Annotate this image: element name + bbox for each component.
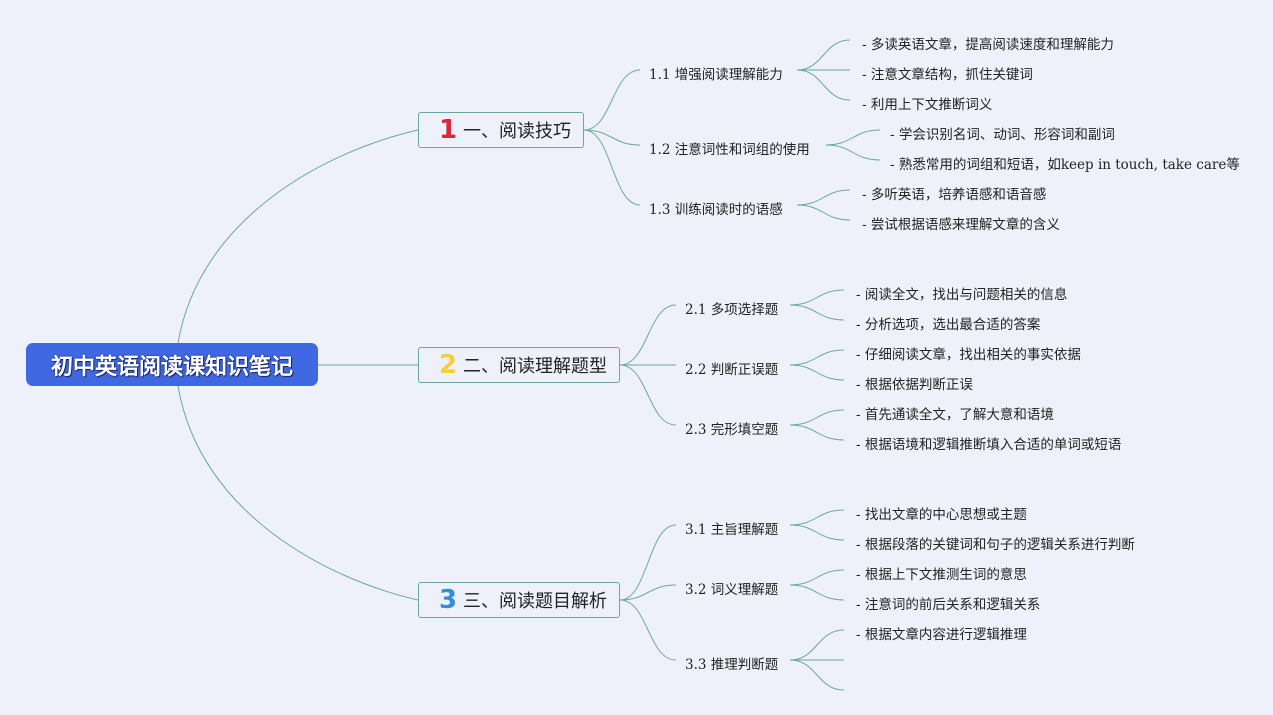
sub-node-1-2[interactable]: 1.2 注意词性和词组的使用 (649, 142, 810, 158)
sub-9-to-leaf-1-line (789, 629, 845, 661)
leaf-node[interactable]: - 学会识别名词、动词、形容词和副词 (890, 127, 1115, 143)
branch-3-to-sub-1-line (619, 524, 677, 601)
number-3-icon: 3 (438, 585, 458, 615)
sub-4-to-leaf-2-line (789, 304, 845, 321)
sub-9-to-leaf-3-line (789, 659, 845, 691)
sub-2-to-leaf-1-line (825, 129, 881, 146)
leaf-node[interactable]: - 根据文章内容进行逻辑推理 (856, 627, 1027, 643)
sub-1-to-leaf-1-line (796, 39, 851, 71)
sub-7-to-leaf-2-line (789, 524, 845, 541)
leaf-node[interactable]: - 多听英语，培养语感和语音感 (862, 187, 1047, 203)
sub-5-to-leaf-2-line (789, 364, 845, 381)
root-node[interactable]: 初中英语阅读课知识笔记 (26, 343, 318, 386)
number-1-icon: 1 (438, 115, 458, 145)
sub-3-to-leaf-2-line (796, 204, 851, 221)
leaf-node[interactable]: - 根据段落的关键词和句子的逻辑关系进行判断 (856, 537, 1135, 553)
branch-node-3[interactable]: 3 三、阅读题目解析 (418, 582, 620, 618)
branch-node-1[interactable]: 1 一、阅读技巧 (418, 112, 584, 148)
sub-node-2-3[interactable]: 2.3 完形填空题 (685, 422, 779, 438)
branch-node-2[interactable]: 2 二、阅读理解题型 (418, 347, 620, 383)
leaf-node[interactable]: - 多读英语文章，提高阅读速度和理解能力 (862, 37, 1114, 53)
branch-2-to-sub-3-line (619, 364, 677, 426)
leaf-node[interactable]: - 利用上下文推断词义 (862, 97, 993, 113)
sub-node-3-1[interactable]: 3.1 主旨理解题 (685, 522, 779, 538)
leaf-node[interactable]: - 根据依据判断正误 (856, 377, 973, 393)
leaf-node[interactable]: - 根据上下文推测生词的意思 (856, 567, 1027, 583)
leaf-node[interactable]: - 尝试根据语感来理解文章的含义 (862, 217, 1060, 233)
leaf-node[interactable]: - 分析选项，选出最合适的答案 (856, 317, 1041, 333)
sub-node-1-1[interactable]: 1.1 增强阅读理解能力 (649, 67, 783, 83)
sub-7-to-leaf-1-line (789, 509, 845, 526)
number-2-icon: 2 (438, 350, 458, 380)
branch-1-to-sub-2-line (583, 129, 641, 146)
sub-6-to-leaf-2-line (789, 424, 845, 441)
sub-8-to-leaf-1-line (789, 569, 845, 586)
leaf-node[interactable]: - 熟悉常用的词组和短语，如keep in touch, take care等 (890, 157, 1240, 173)
sub-node-2-1[interactable]: 2.1 多项选择题 (685, 302, 779, 318)
root-title: 初中英语阅读课知识笔记 (50, 354, 293, 380)
leaf-node[interactable]: - 首先通读全文，了解大意和语境 (856, 407, 1054, 423)
branch-label: 一、阅读技巧 (463, 121, 571, 142)
branch-label: 二、阅读理解题型 (463, 356, 607, 377)
leaf-node[interactable]: - 阅读全文，找出与问题相关的信息 (856, 287, 1068, 303)
sub-node-3-2[interactable]: 3.2 词义理解题 (685, 582, 779, 598)
root-to-branch-1-line (177, 129, 419, 344)
sub-8-to-leaf-2-line (789, 584, 845, 601)
sub-4-to-leaf-1-line (789, 289, 845, 306)
branch-3-to-sub-3-line (619, 599, 677, 661)
sub-node-2-2[interactable]: 2.2 判断正误题 (685, 362, 779, 378)
branch-label: 三、阅读题目解析 (463, 591, 607, 612)
branch-3-to-sub-2-line (619, 584, 677, 601)
leaf-node[interactable]: - 根据语境和逻辑推断填入合适的单词或短语 (856, 437, 1122, 453)
root-to-branch-3-line (177, 385, 419, 601)
leaf-node[interactable]: - 仔细阅读文章，找出相关的事实依据 (856, 347, 1081, 363)
sub-2-to-leaf-2-line (825, 144, 881, 161)
sub-1-to-leaf-3-line (796, 69, 851, 101)
leaf-node[interactable]: - 注意文章结构，抓住关键词 (862, 67, 1033, 83)
sub-3-to-leaf-1-line (796, 189, 851, 206)
branch-2-to-sub-1-line (619, 304, 677, 366)
sub-5-to-leaf-1-line (789, 349, 845, 366)
leaf-node[interactable]: - 找出文章的中心思想或主题 (856, 507, 1027, 523)
sub-node-1-3[interactable]: 1.3 训练阅读时的语感 (649, 202, 783, 218)
branch-1-to-sub-3-line (583, 129, 641, 206)
sub-node-3-3[interactable]: 3.3 推理判断题 (685, 657, 779, 673)
sub-6-to-leaf-1-line (789, 409, 845, 426)
branch-1-to-sub-1-line (583, 69, 641, 131)
leaf-node[interactable]: - 注意词的前后关系和逻辑关系 (856, 597, 1041, 613)
